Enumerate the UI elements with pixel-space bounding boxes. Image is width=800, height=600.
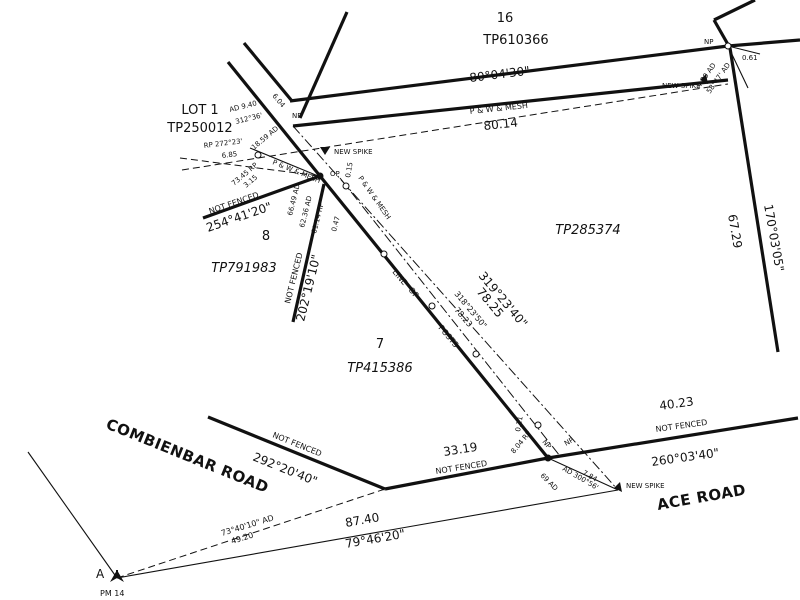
top-boundary-lower — [292, 78, 729, 128]
inner-diagonal — [339, 177, 561, 457]
rp-804: 8.04 RP — [509, 430, 532, 456]
road-edge — [27, 451, 118, 579]
pm-arrow-icon — [110, 570, 124, 582]
rp-bearing: RP 272°23' — [203, 137, 243, 150]
parcel-8: 8 — [262, 229, 270, 244]
tie-line — [249, 147, 324, 179]
np-bottom-2: NP — [563, 436, 575, 448]
road-combienbar: COMBIENBAR ROAD — [104, 415, 272, 497]
bottom-right-distance: 40.23 — [658, 394, 694, 413]
markers — [110, 42, 732, 582]
top-right-spur — [713, 0, 756, 22]
len-604: 6.04 — [270, 92, 286, 110]
bottom-boundary-right — [547, 416, 799, 460]
fence-line-top — [181, 83, 729, 171]
op-label: OP — [330, 170, 340, 178]
parcel-tp250012: TP250012 — [166, 121, 232, 136]
parcel-7: 7 — [376, 337, 384, 352]
val-047: 0.47 — [330, 215, 342, 232]
bottom-mid-distance: 33.19 — [442, 440, 478, 459]
bottom-boundary-mid — [384, 456, 549, 491]
right-distance: 67.29 — [725, 213, 745, 249]
new-spike-mid: NEW SPIKE — [334, 148, 373, 156]
post-marker — [380, 250, 388, 258]
corner-marker — [316, 172, 324, 180]
np-marker — [544, 454, 552, 462]
vertical-boundary — [291, 183, 326, 323]
spike-tie — [727, 45, 749, 89]
pm-distance-2: 87.40 — [344, 510, 380, 530]
bottom-right-not-fenced: NOT FENCED — [655, 418, 708, 434]
pm-label: PM 14 — [100, 589, 124, 598]
right-boundary — [728, 47, 780, 353]
bearing-labels: 80°04'30" P & W & MESH 80.14 170°03'05" … — [204, 64, 786, 551]
road-ace: ACE ROAD — [656, 481, 748, 514]
bottom-right-bearing: 260°03'40" — [650, 446, 720, 469]
top-boundary — [289, 44, 729, 103]
top-left-spur — [298, 11, 349, 119]
parcel-tp610366: TP610366 — [482, 33, 548, 48]
new-spike-tr: NEW SPIKE — [662, 82, 701, 90]
post-marker — [428, 302, 436, 310]
val-061: 0.61 — [742, 54, 758, 62]
rp-marker — [254, 151, 262, 159]
spike-triangle-icon — [320, 147, 330, 155]
left-boundary — [202, 174, 321, 220]
spike-tie-right — [727, 45, 761, 55]
pwmesh-mid: P & W & MESH — [271, 158, 321, 185]
top-bearing: 80°04'30" — [469, 64, 531, 85]
pm-line-1 — [116, 488, 386, 579]
top-boundary-ext — [727, 38, 800, 48]
rp-distance: 6.85 — [221, 150, 237, 160]
ad-6961: 69 AD — [539, 472, 560, 493]
pm-bearing-2: 79°46'20" — [344, 527, 406, 551]
spike-triangle-icon — [700, 74, 708, 84]
pm-line-2 — [116, 489, 619, 579]
spike-triangle-icon — [614, 482, 622, 492]
np-top-right: NP — [704, 38, 713, 46]
parcel-tp285374: TP285374 — [555, 223, 620, 238]
parcel-labels: 16 TP610366 LOT 1 TP250012 8 TP791983 TP… — [166, 11, 620, 376]
val-015: 0.15 — [344, 162, 355, 179]
ad-1859: 18.59 AD — [250, 125, 280, 152]
main-diagonal — [318, 174, 550, 460]
boundaries — [202, 0, 800, 491]
fence-line-left — [179, 157, 321, 177]
parcel-tp415386: TP415386 — [347, 361, 412, 376]
top-mesh: P & W & MESH — [469, 101, 528, 116]
rp-6114: 61.14 RP — [310, 202, 325, 234]
combienbar-boundary — [207, 415, 386, 491]
np-marker — [724, 42, 732, 50]
val-011: 0.11 — [514, 416, 525, 433]
posts-label: POSTS — [436, 324, 460, 350]
upper-left-road — [242, 41, 294, 103]
parcel-lot1: LOT 1 — [181, 103, 218, 118]
rp-marker — [534, 421, 542, 429]
reference-lines — [27, 45, 761, 579]
upper-left-road-2 — [226, 60, 322, 178]
top-distance: 80.14 — [483, 115, 519, 133]
post-marker — [342, 182, 350, 190]
spike-tie-bottom — [547, 457, 619, 491]
new-spike-br: NEW SPIKE — [626, 482, 665, 490]
pm-letter: A — [96, 567, 105, 581]
post-marker — [472, 350, 480, 358]
parcel-16: 16 — [497, 11, 514, 26]
ad-bearing: 312°36' — [235, 111, 264, 125]
np-top: NP — [292, 112, 301, 120]
pwmesh-vert: P & W & MESH — [356, 175, 392, 221]
parcel-tp791983: TP791983 — [211, 261, 276, 276]
ad-940: AD 9.40 — [229, 99, 258, 114]
